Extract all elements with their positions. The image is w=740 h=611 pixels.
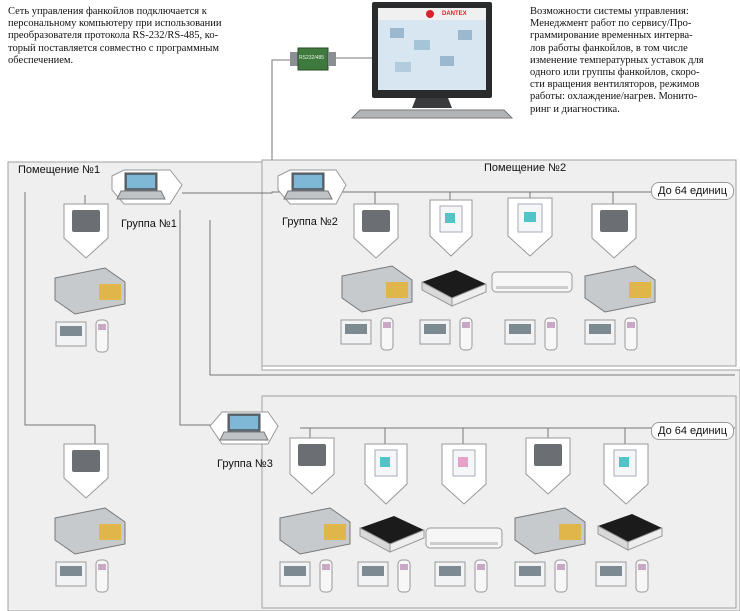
wall-split-units — [425, 271, 573, 549]
remote-display — [400, 564, 408, 570]
pc-monitor — [350, 2, 514, 119]
group-1-label: Группа №1 — [121, 218, 177, 230]
group-3-label: Группа №3 — [217, 458, 273, 470]
intro-text: Сеть управления фанкойлов подключается к… — [8, 6, 222, 66]
remote-display — [98, 564, 106, 570]
rs-converter-device — [290, 47, 336, 71]
cassette-units — [359, 270, 663, 553]
controller-screen — [589, 324, 611, 334]
remote-display — [638, 564, 646, 570]
capacity-badge-room-2: До 64 единиц — [651, 182, 734, 200]
remote-display — [477, 564, 485, 570]
room-1-label: Помещение №1 — [18, 164, 101, 176]
controller-screen — [345, 324, 367, 334]
room-3-area — [261, 395, 737, 609]
remote-display — [547, 322, 555, 328]
controller-screen — [600, 566, 622, 576]
controller-screen — [439, 566, 461, 576]
capabilities-text: Возможности системы управления: Менеджме… — [530, 6, 704, 115]
controller-screen — [284, 566, 306, 576]
capacity-badge-room-3: До 64 единиц — [651, 422, 734, 440]
monitor-brand-logo: DANTEX — [442, 11, 467, 17]
controller-boards — [72, 210, 628, 472]
remote-display — [383, 322, 391, 328]
laptops — [116, 172, 333, 441]
controller-screen — [509, 324, 531, 334]
remote-display — [627, 322, 635, 328]
ducted-fancoils — [54, 265, 656, 555]
remote-display — [462, 322, 470, 328]
controller-screen — [60, 566, 82, 576]
room-2-label: Помещение №2 — [484, 162, 567, 174]
converter-label: RS232/485 — [299, 55, 325, 61]
wall-panels — [374, 203, 637, 477]
controller-screen — [424, 324, 446, 334]
group-2-label: Группа №2 — [282, 216, 338, 228]
remote-display — [98, 324, 106, 330]
remote-display — [557, 564, 565, 570]
controller-screen — [362, 566, 384, 576]
remote-display — [322, 564, 330, 570]
controller-screen — [519, 566, 541, 576]
user-controllers — [55, 317, 649, 593]
controller-screen — [60, 326, 82, 336]
